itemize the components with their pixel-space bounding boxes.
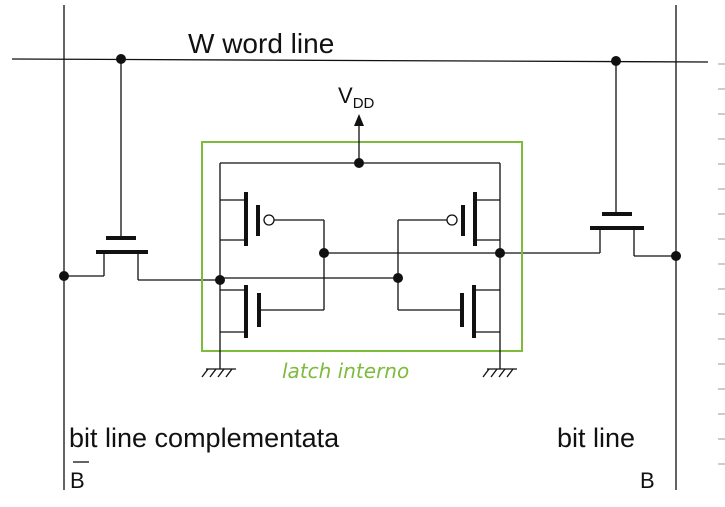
bit-line-complement-symbol: B: [70, 468, 85, 493]
nmos-left: [219, 280, 324, 362]
pmos-right: [398, 192, 500, 246]
word-line-label: W word line: [188, 28, 334, 59]
bit-line-label: bit line: [557, 423, 635, 453]
bit-line-complement-junction: [59, 271, 69, 281]
ground-right: [482, 362, 517, 378]
access-transistor-left: [64, 59, 220, 281]
pmos-left: [220, 192, 324, 246]
word-line-wire: [11, 58, 709, 63]
latch-label: latch interno: [282, 359, 409, 383]
ground-left: [201, 362, 236, 378]
bit-line-symbol: B: [640, 468, 655, 493]
latch-box: [201, 141, 523, 352]
page-edge-ticks: [718, 63, 725, 465]
bit-line-complement-label: bit line complementata: [69, 423, 340, 453]
storage-node-right: [495, 248, 505, 258]
vdd-arrow: [354, 114, 364, 126]
vdd-label: VDD: [338, 83, 375, 112]
nmos-right: [398, 253, 501, 362]
access-transistor-right: [500, 61, 676, 257]
bit-line-junction: [671, 251, 681, 261]
storage-node-left: [215, 275, 225, 285]
